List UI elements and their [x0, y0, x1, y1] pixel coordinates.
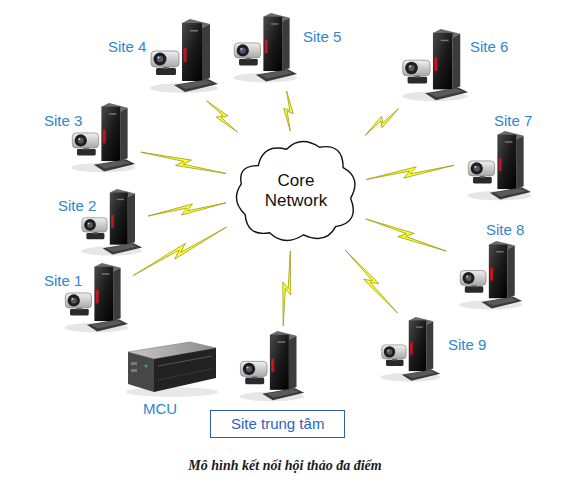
core-network-cloud: Core Network — [230, 135, 362, 247]
site-label: Site 9 — [448, 336, 486, 354]
lightning-bolt — [365, 109, 398, 136]
site-label: Site 2 — [58, 197, 96, 215]
lightning-bolt — [148, 203, 226, 216]
site-label: Site 5 — [303, 28, 341, 46]
site-endpoint: Site 8 — [450, 221, 524, 314]
site-label: Site 3 — [44, 112, 82, 130]
lightning-connector — [134, 227, 227, 275]
codec-device — [467, 131, 531, 200]
site-label: Site 7 — [494, 112, 532, 130]
lightning-bolt — [345, 250, 397, 313]
site-label: Site 6 — [470, 38, 508, 56]
network-label: Core Network — [256, 171, 336, 212]
lightning-connector — [141, 152, 226, 173]
site-label: MCU — [143, 400, 177, 418]
lightning-connector — [283, 251, 291, 326]
lightning-bolt — [207, 101, 238, 132]
site-endpoint: Site 1 — [44, 262, 130, 337]
central-site: Site trung tâm — [210, 330, 345, 438]
figure-caption: Mô hình kết nối hội thảo đa điểm — [0, 458, 570, 474]
site-label-box: Site trung tâm — [210, 410, 345, 438]
lightning-bolt — [283, 251, 291, 326]
site-endpoint: Site 5 — [224, 12, 341, 87]
lightning-connector — [207, 101, 238, 132]
site-label: Site 4 — [108, 38, 146, 56]
lightning-connector — [148, 203, 226, 216]
codec-device — [402, 29, 468, 101]
mcu-device: MCU — [125, 342, 217, 418]
site-label: Site 1 — [44, 272, 82, 290]
lightning-bolt — [141, 152, 226, 173]
site-endpoint: Site 3 — [44, 102, 137, 177]
site-endpoint: Site 9 — [372, 316, 486, 386]
site-endpoint: Site 7 — [458, 112, 533, 205]
codec-device — [240, 331, 305, 401]
lightning-connector — [365, 109, 398, 136]
lightning-connector — [366, 165, 454, 179]
lightning-connector — [284, 91, 294, 131]
lightning-connector — [345, 250, 397, 313]
site-label: Site 8 — [486, 221, 524, 239]
codec-device — [150, 19, 218, 93]
codec-device — [381, 317, 441, 382]
codec-device — [233, 13, 297, 82]
mcu-rack — [126, 342, 218, 397]
site-endpoint: Site 6 — [392, 28, 508, 106]
codec-device — [459, 241, 522, 309]
lightning-bolt — [284, 91, 294, 131]
lightning-connector — [366, 219, 447, 251]
lightning-bolt — [366, 165, 454, 179]
lightning-bolt — [366, 219, 447, 251]
site-endpoint: Site 2 — [58, 188, 144, 260]
site-endpoint: Site 4 — [108, 18, 220, 98]
lightning-bolt — [134, 227, 227, 275]
